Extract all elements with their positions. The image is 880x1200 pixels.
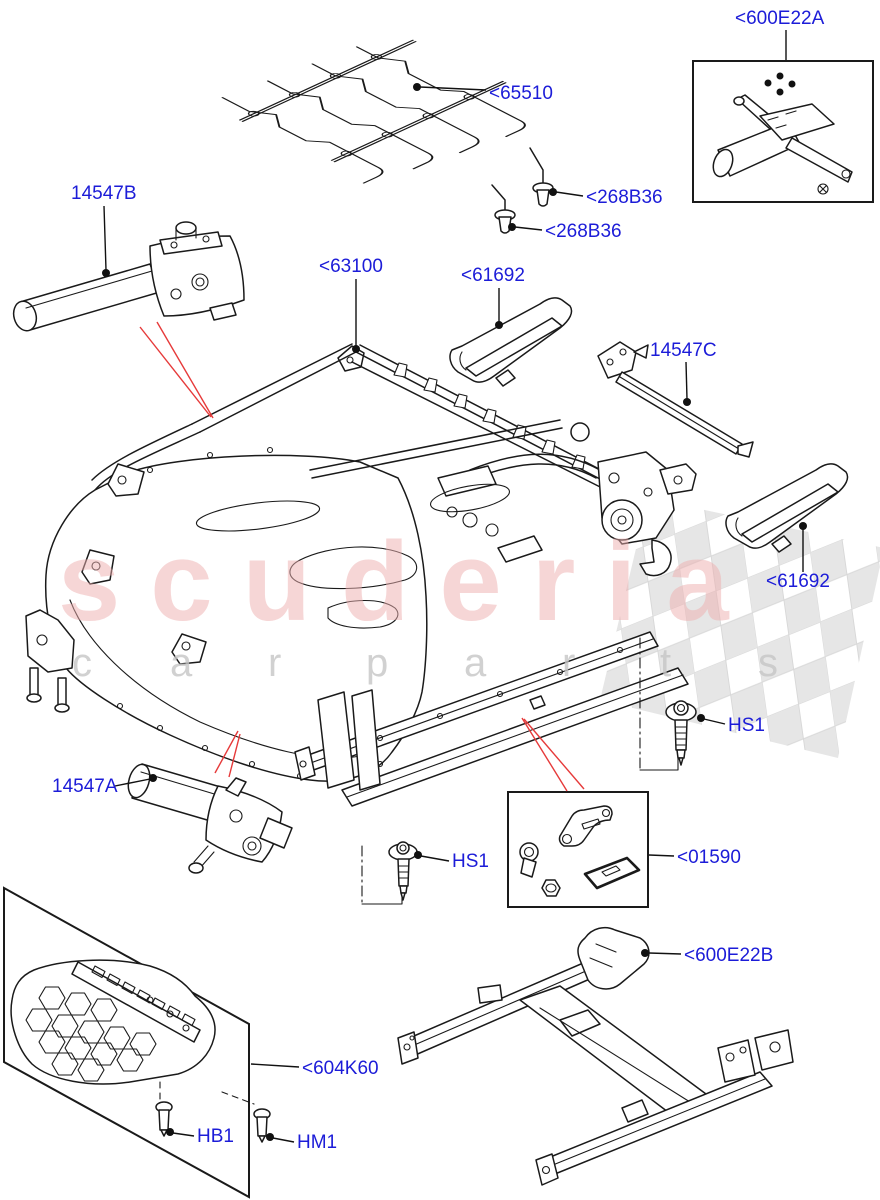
part-label-268B36-upper: <268B36 (586, 187, 663, 208)
part-label-268B36-lower: <268B36 (545, 221, 622, 242)
part-label-65510: <65510 (489, 83, 553, 104)
part-label-61692-lower: <61692 (766, 571, 830, 592)
part-label-HB1: HB1 (197, 1126, 234, 1147)
part-label-HS1-right: HS1 (728, 715, 765, 736)
part-clip-nut-lower (494, 209, 516, 234)
part-screw-HS1-left (361, 841, 418, 905)
part-screw-HS1-right (639, 637, 697, 771)
callouts: <600E22A <65510 14547B <268B36 <268B36 <… (52, 8, 830, 1153)
wm-letter: a (464, 641, 487, 685)
part-seat-pan-boxed (3, 886, 255, 1199)
part-track-cover-upper (449, 297, 573, 387)
part-label-604K60: <604K60 (302, 1058, 379, 1079)
wm-letter: p (366, 641, 388, 685)
part-track-motor-boxed (692, 60, 874, 203)
wm-letter: t (660, 641, 671, 685)
part-seat-frame-assembly (25, 343, 697, 807)
red-pointer-lines (139, 321, 585, 792)
wm-letter: s (758, 641, 778, 685)
part-clip-nut-upper (532, 182, 554, 207)
part-label-14547C: 14547C (650, 340, 717, 361)
part-label-01590: <01590 (677, 847, 741, 868)
part-bolt-HB1 (155, 1101, 173, 1137)
part-label-600E22B: <600E22B (684, 945, 773, 966)
pan-honeycomb (25, 986, 190, 1082)
wm-letter: r (268, 641, 281, 685)
part-recline-motor-14547B (12, 221, 245, 332)
part-fixing-kit-boxed (507, 791, 649, 908)
wm-letter: a (170, 641, 193, 685)
part-drive-rail-14547C (597, 341, 754, 458)
part-label-HS1-left: HS1 (452, 851, 489, 872)
watermark-brand-text: scuderia (58, 519, 759, 644)
part-label-63100: <63100 (319, 256, 383, 277)
part-label-61692-upper: <61692 (461, 265, 525, 286)
wm-letter: c (72, 641, 92, 685)
rail-holes (376, 646, 624, 742)
watermark-sub-letters: c a r p a r t s (72, 641, 778, 685)
part-track-cover-lower (725, 463, 849, 553)
part-label-HM1: HM1 (297, 1132, 337, 1153)
part-seat-track-assembly (397, 926, 794, 1186)
part-label-600E22A: <600E22A (735, 8, 825, 29)
part-label-14547A: 14547A (52, 776, 118, 797)
watermark: scuderia c a r p a r t s (58, 519, 778, 685)
part-height-motor-14547A (127, 763, 293, 874)
part-suspension-wire-mat (221, 39, 544, 214)
part-bolt-HM1 (253, 1108, 271, 1143)
pan-rail-slots (91, 965, 196, 1027)
part-label-14547B: 14547B (71, 183, 137, 204)
wm-letter: r (562, 641, 575, 685)
